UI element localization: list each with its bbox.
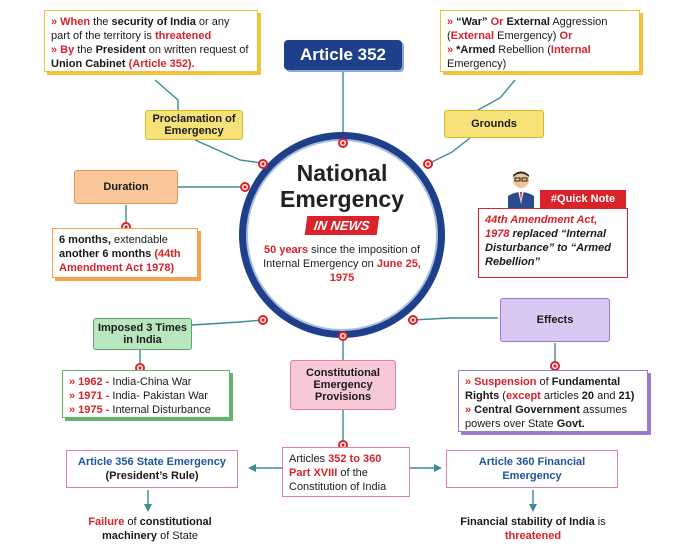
article-360-box: Article 360 Financial Emergency [446, 450, 618, 488]
quick-note-label: #Quick Note [540, 190, 626, 208]
proclamation-note: »When the security of India or any part … [44, 10, 258, 72]
article-360-outcome: Financial stability of India is threaten… [460, 516, 606, 542]
center-title-line2: Emergency [279, 186, 404, 212]
grounds-note: »“War” Or External Aggression (External … [440, 10, 640, 72]
center-description: 50 years since the imposition of Interna… [263, 244, 421, 284]
center-content: National Emergency IN NEWS 50 years sinc… [262, 160, 422, 285]
article-356-box: Article 356 State Emergency (President’s… [66, 450, 238, 488]
article-356-outcome: Failure of constitutional machinery of S… [88, 516, 212, 542]
grounds-label: Grounds [444, 110, 544, 138]
effects-label: Effects [500, 298, 610, 342]
in-news-badge: IN NEWS [304, 216, 380, 235]
quick-note-body: 44th Amendment Act, 1978 replaced “Inter… [478, 208, 628, 278]
imposed-item: »1962 - India-China War [69, 376, 192, 388]
article-352-title: Article 352 [284, 40, 402, 70]
imposed-list: »1962 - India-China War »1971 - India- P… [62, 370, 230, 418]
constitutional-label: Constitutional Emergency Provisions [290, 360, 396, 410]
imposed-item: »1971 - India- Pakistan War [69, 390, 208, 402]
duration-label: Duration [74, 170, 178, 204]
effects-note: »Suspension of Fundamental Rights (excep… [458, 370, 648, 432]
center-title-line1: National [296, 160, 388, 186]
proclamation-label: Proclamation of Emergency [145, 110, 243, 140]
duration-note: 6 months, extendable another 6 months (4… [52, 228, 198, 278]
constitutional-note: Articles 352 to 360 Part XVIII of the Co… [282, 447, 410, 497]
imposed-item: »1975 - Internal Disturbance [69, 404, 211, 416]
imposed-label: Imposed 3 Times in India [93, 318, 192, 350]
